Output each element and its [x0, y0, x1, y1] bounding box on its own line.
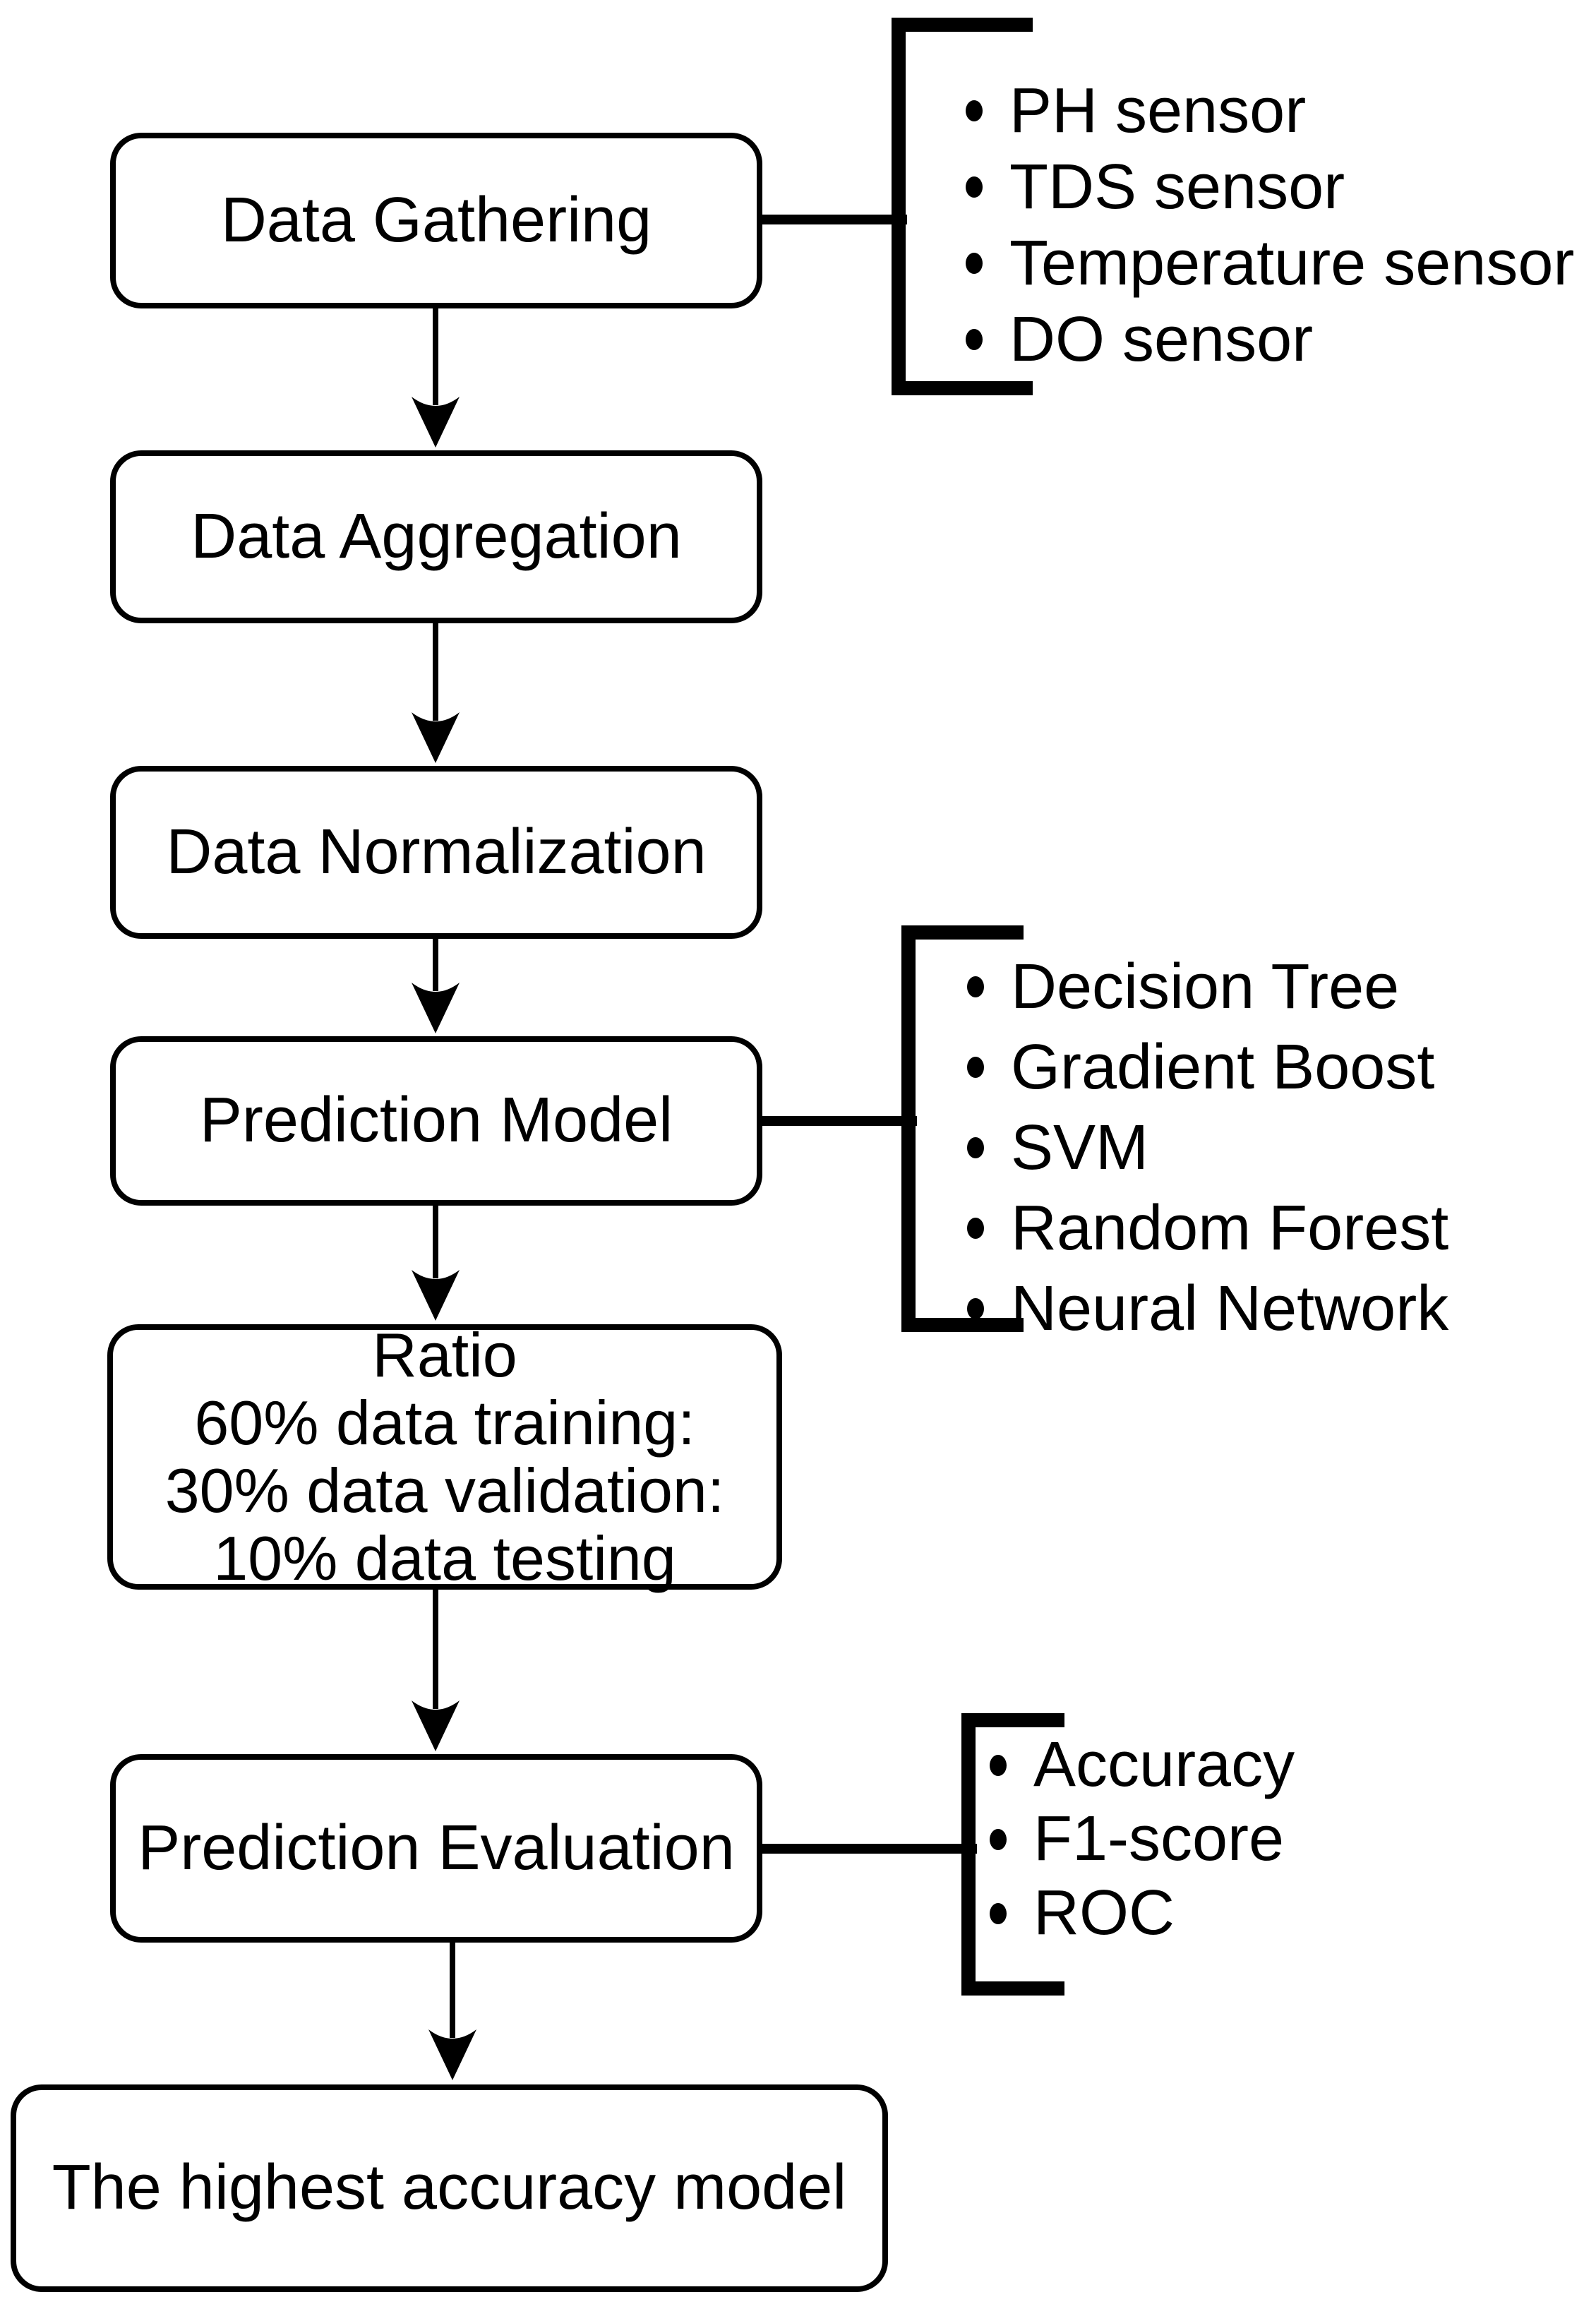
node-label: The highest accuracy model — [52, 2152, 847, 2224]
bullet-icon — [967, 1057, 984, 1078]
bullet-icon — [966, 329, 983, 350]
bullet-icon — [967, 1218, 984, 1239]
list-item-label: Temperature sensor — [1009, 227, 1575, 299]
list-item-label: PH sensor — [1009, 75, 1307, 146]
node-label: Data Gathering — [220, 184, 652, 256]
list-item: Decision Tree — [967, 947, 1448, 1027]
bullet-icon — [990, 1828, 1007, 1850]
list-item: SVM — [967, 1108, 1448, 1188]
bullet-icon — [967, 1137, 984, 1158]
list-item: Temperature sensor — [966, 225, 1574, 301]
bracket-sensors — [892, 18, 1033, 395]
bullet-icon — [967, 976, 984, 997]
node-data-gathering: Data Gathering — [110, 133, 762, 308]
bullet-icon — [966, 176, 983, 198]
list-item: F1-score — [990, 1802, 1295, 1876]
arrow-down-6 — [428, 1943, 476, 2080]
node-prediction-model: Prediction Model — [110, 1036, 762, 1206]
sensor-list: PH sensor TDS sensor Temperature sensor … — [966, 73, 1574, 378]
node-prediction-evaluation: Prediction Evaluation — [110, 1754, 762, 1943]
node-highest-accuracy-model: The highest accuracy model — [11, 2084, 888, 2292]
node-data-normalization: Data Normalization — [110, 766, 762, 939]
list-item: Neural Network — [967, 1268, 1448, 1349]
list-item: Gradient Boost — [967, 1027, 1448, 1108]
arrow-down-1 — [412, 308, 460, 448]
list-item: Random Forest — [967, 1188, 1448, 1268]
arrow-down-3 — [412, 939, 460, 1033]
arrow-down-4 — [412, 1206, 460, 1321]
list-item-label: Random Forest — [1011, 1192, 1449, 1264]
node-label: Data Aggregation — [191, 500, 682, 572]
model-list: Decision Tree Gradient Boost SVM Random … — [967, 947, 1448, 1349]
arrow-down-5 — [412, 1590, 460, 1751]
node-label: Prediction Evaluation — [138, 1812, 735, 1883]
node-data-aggregation: Data Aggregation — [110, 450, 762, 623]
arrow-down-2 — [412, 623, 460, 763]
list-item-label: Decision Tree — [1011, 951, 1400, 1022]
bullet-icon — [966, 253, 983, 274]
list-item-label: Gradient Boost — [1011, 1031, 1435, 1103]
list-item-label: SVM — [1011, 1112, 1149, 1183]
node-label: Data Normalization — [166, 816, 707, 887]
bullet-icon — [990, 1754, 1007, 1776]
node-label: Ratio 60% data training: 30% data valida… — [164, 1320, 725, 1593]
list-item: Accuracy — [990, 1728, 1295, 1802]
metric-list: Accuracy F1-score ROC — [990, 1728, 1295, 1950]
bracket-models — [901, 925, 1024, 1332]
list-item-label: ROC — [1033, 1878, 1175, 1948]
list-item-label: Accuracy — [1033, 1729, 1295, 1800]
node-label: Prediction Model — [199, 1085, 673, 1156]
bullet-icon — [990, 1902, 1007, 1924]
bullet-icon — [966, 100, 983, 121]
bracket-metrics — [961, 1713, 1064, 1996]
list-item-label: Neural Network — [1011, 1273, 1449, 1344]
list-item-label: DO sensor — [1009, 304, 1314, 375]
list-item: PH sensor — [966, 73, 1574, 149]
list-item: TDS sensor — [966, 149, 1574, 225]
bullet-icon — [967, 1298, 984, 1319]
node-ratio: Ratio 60% data training: 30% data valida… — [107, 1320, 782, 1593]
list-item: DO sensor — [966, 301, 1574, 378]
list-item: ROC — [990, 1876, 1295, 1950]
list-item-label: TDS sensor — [1009, 151, 1345, 222]
list-item-label: F1-score — [1033, 1804, 1285, 1874]
